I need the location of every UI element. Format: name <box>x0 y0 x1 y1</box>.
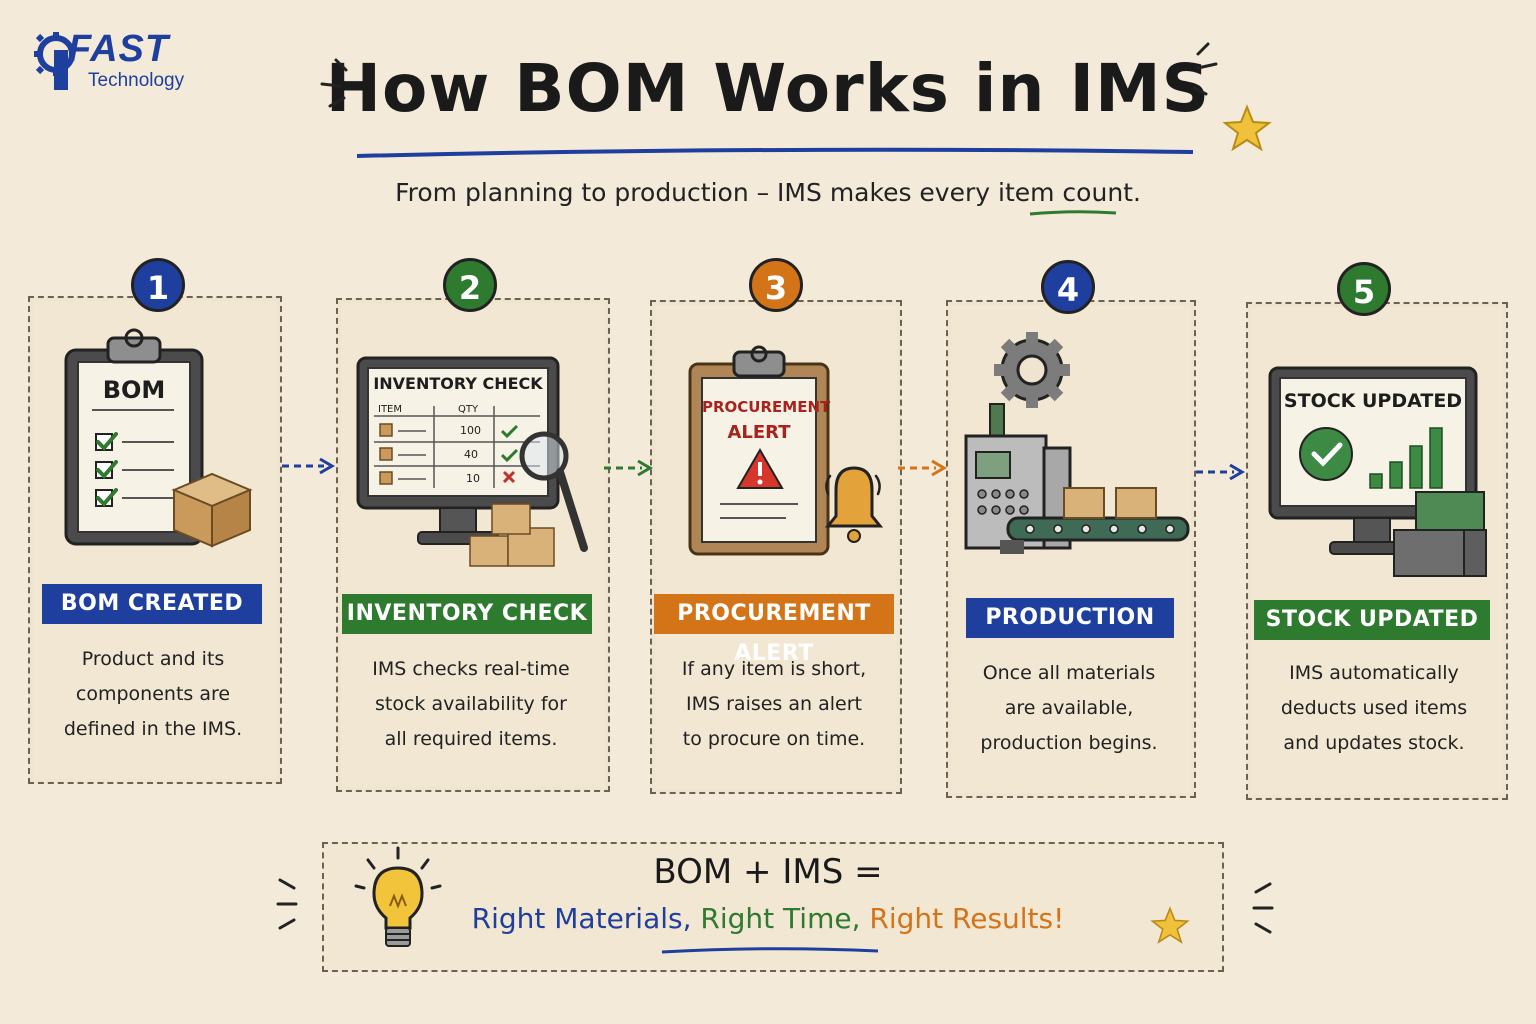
alert-heading-2: ALERT <box>727 422 791 443</box>
step-number-badge: 4 <box>1041 260 1095 314</box>
lightbulb-icon <box>354 846 442 947</box>
inventory-col-qty: QTY <box>458 404 479 415</box>
clipboard-heading: BOM <box>102 376 166 404</box>
inventory-col-item: ITEM <box>378 404 403 415</box>
summary-sparkle-left <box>276 878 298 930</box>
stock-heading: STOCK UPDATED <box>1283 390 1463 412</box>
monitor-inventory-icon <box>356 356 588 567</box>
arrow-right-icon <box>282 457 335 475</box>
step-desc-2: IMS checks real-time stock availability … <box>372 658 570 750</box>
gear-logo-icon <box>34 32 75 90</box>
step-number-badge: 2 <box>443 258 497 312</box>
result-results: Right Results! <box>869 902 1065 935</box>
arrow-right-icon <box>604 459 653 477</box>
inventory-qty-1: 100 <box>460 424 481 437</box>
inventory-qty-2: 40 <box>464 448 478 461</box>
step-label-1: BOM CREATED <box>42 584 262 624</box>
page-subtitle: From planning to production – IMS makes … <box>395 178 1141 207</box>
step-desc-5: IMS automatically deducts used items and… <box>1280 662 1468 754</box>
title-sparkle-left <box>320 58 348 108</box>
step-number-badge: 1 <box>131 258 185 312</box>
title-sparkle-right <box>1192 42 1218 96</box>
step-desc-1: Product and its components are defined i… <box>63 648 243 740</box>
alert-heading-1: PROCUREMENT <box>702 398 831 416</box>
clipboard-alert-icon <box>688 345 884 556</box>
title-underline <box>356 147 1194 158</box>
result-materials: Right Materials, <box>471 902 692 935</box>
logo-brand: FAST <box>68 28 170 70</box>
summary-box <box>322 842 1224 972</box>
arrow-right-icon <box>898 459 947 477</box>
arrow-right-icon <box>1196 463 1245 481</box>
subtitle-underline <box>1029 210 1117 216</box>
clipboard-bom-icon <box>64 328 253 548</box>
step-desc-4: Once all materials are available, produc… <box>980 662 1158 754</box>
step-label-3: PROCUREMENT ALERT <box>654 594 894 666</box>
inventory-heading: INVENTORY CHECK <box>373 374 543 393</box>
step-label-2: INVENTORY CHECK <box>342 594 592 634</box>
logo-subtext: Technology <box>88 70 185 91</box>
star-icon <box>1222 104 1272 152</box>
company-logo: FAST Technology <box>34 28 204 98</box>
step-label-4: PRODUCTION <box>966 598 1174 638</box>
step-number-badge: 3 <box>749 258 803 312</box>
summary-underline <box>661 947 879 954</box>
step-number-badge: 5 <box>1337 262 1391 316</box>
summary-equation: BOM + IMS = <box>653 852 883 892</box>
monitor-stock-icon <box>1268 366 1487 577</box>
star-icon <box>1150 906 1190 944</box>
page-title: How BOM Works in IMS <box>325 50 1211 127</box>
summary-results: Right Materials, Right Time, Right Resul… <box>0 902 1536 935</box>
step-label-5: STOCK UPDATED <box>1254 600 1490 640</box>
machine-conveyor-icon <box>964 332 1190 554</box>
inventory-qty-3: 10 <box>466 472 480 485</box>
step-desc-3: If any item is short, IMS raises an aler… <box>681 658 867 750</box>
summary-sparkle-right <box>1252 882 1274 934</box>
result-time: Right Time, <box>700 902 861 935</box>
